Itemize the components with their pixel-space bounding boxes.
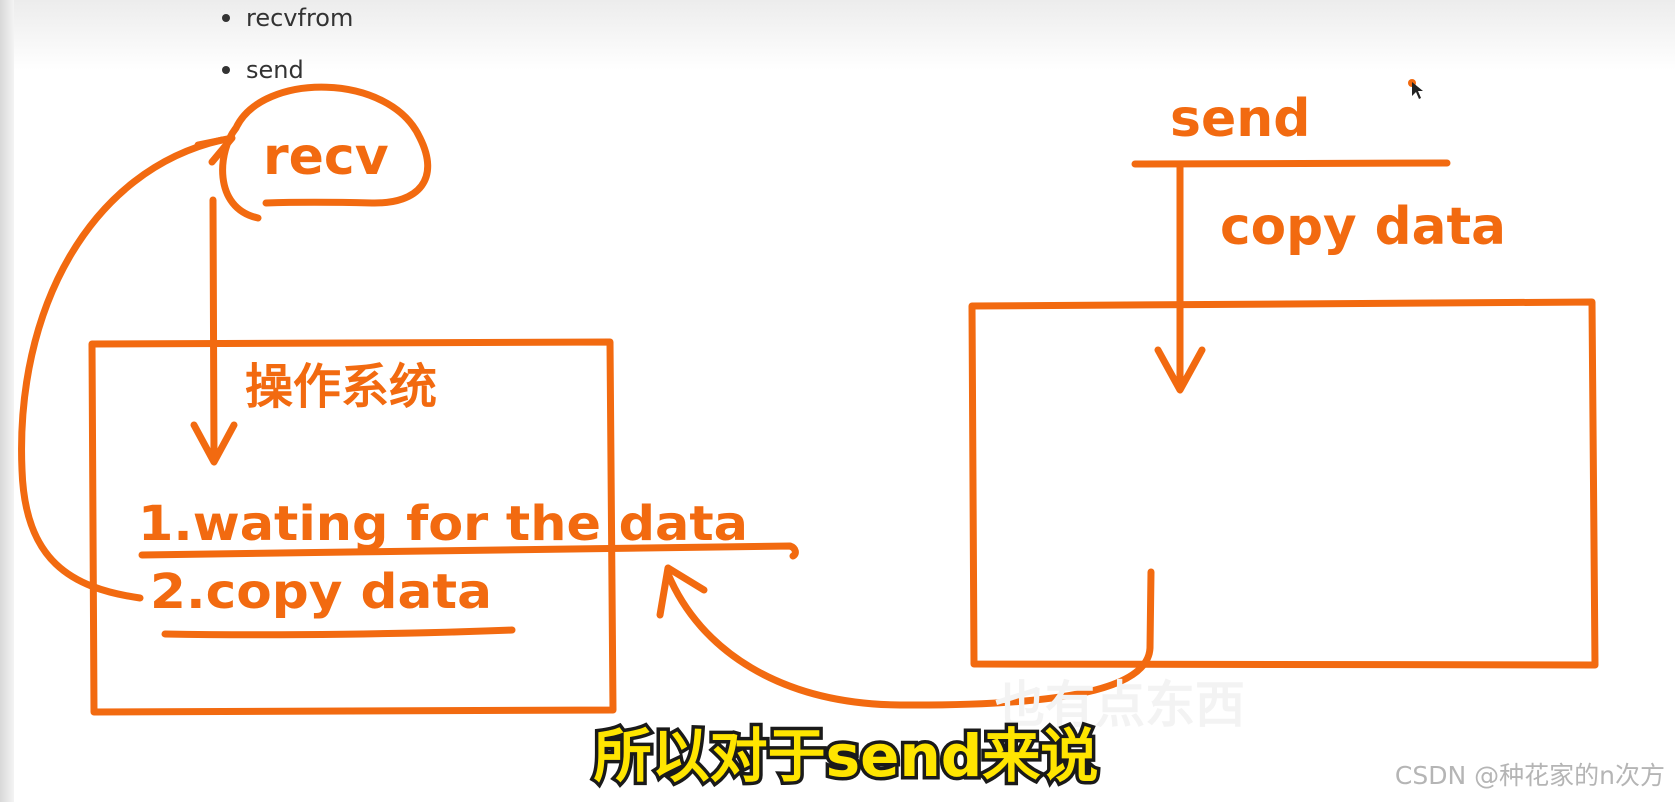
csdn-credit: CSDN @种花家的n次方 xyxy=(1394,761,1665,790)
send-to-os-arrowhead xyxy=(656,564,708,619)
step2-underline xyxy=(161,626,516,639)
send-to-os-curve xyxy=(664,568,1155,709)
return-arrowhead xyxy=(194,134,236,166)
return-arc xyxy=(18,136,226,602)
list-item-recvfrom: recvfrom xyxy=(220,0,353,44)
function-list: recvfrom send xyxy=(220,0,353,96)
recv-label: recv xyxy=(263,127,389,187)
os-label: 操作系统 xyxy=(245,359,437,415)
video-subtitle: 所以对于send来说 xyxy=(594,722,1099,790)
background-caption: 也有点东西 xyxy=(995,676,1245,734)
top-fade xyxy=(0,0,1675,70)
recv-os-arrowhead xyxy=(190,421,238,466)
send-line xyxy=(1131,159,1451,168)
send-copy-label: copy data xyxy=(1220,197,1506,257)
mouse-cursor-icon xyxy=(1408,79,1423,99)
step1-underline xyxy=(138,542,799,560)
step2-label: 2.copy data xyxy=(150,564,492,620)
step1-label: 1.wating for the data xyxy=(138,496,748,552)
recv-os-arrow-line xyxy=(209,196,218,462)
send-label: send xyxy=(1170,89,1310,149)
list-item-send: send xyxy=(220,44,353,96)
send-box xyxy=(968,298,1599,669)
send-down-arrowhead xyxy=(1154,346,1206,394)
left-edge-strip xyxy=(0,0,14,802)
